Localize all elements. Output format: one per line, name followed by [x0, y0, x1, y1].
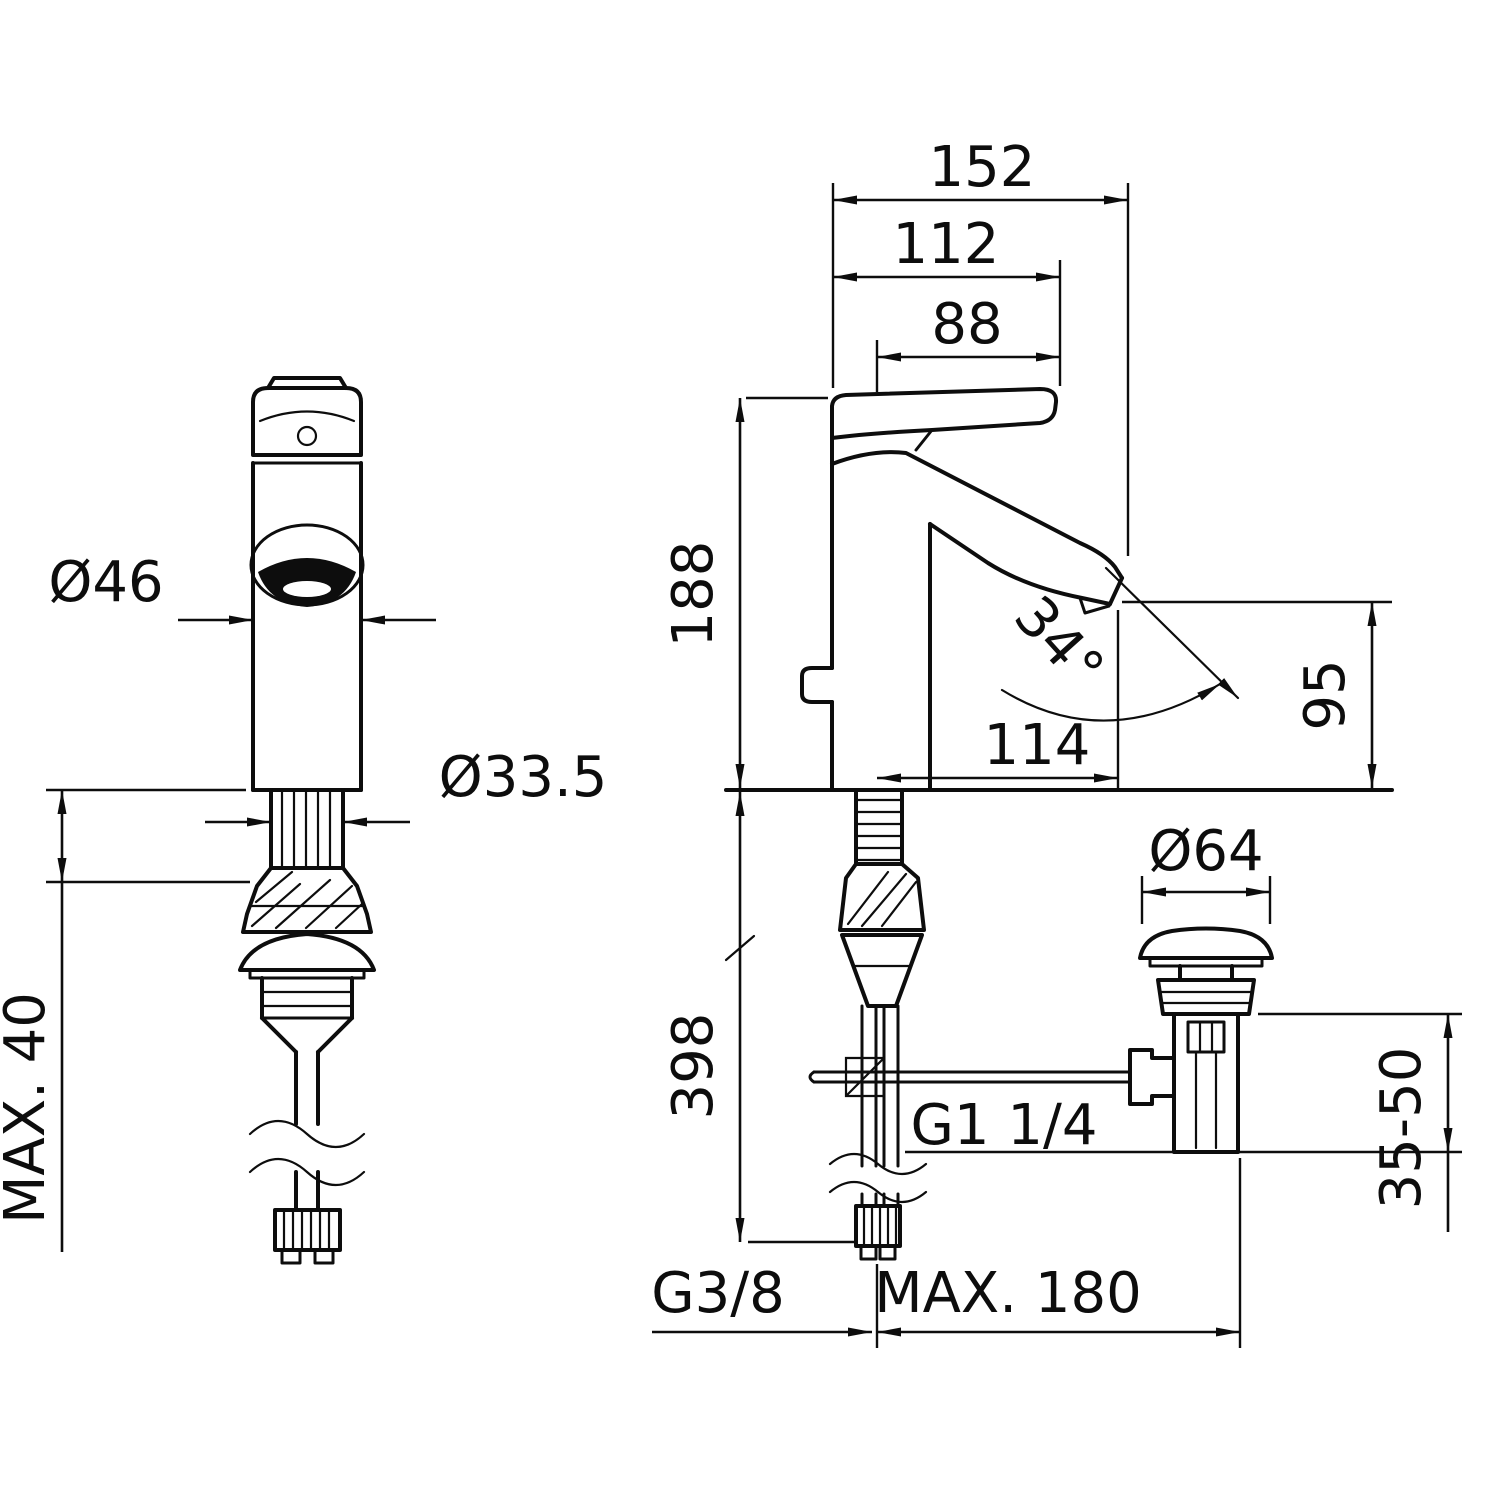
side-handle-lever — [830, 387, 1059, 452]
dim-spout-angle: 34° — [1000, 566, 1240, 722]
side-view — [724, 387, 1394, 1261]
front-tailpipe — [294, 1050, 320, 1212]
dim-drain-cap-diameter: Ø64 — [1140, 819, 1272, 924]
drain-tailpipe — [1172, 1012, 1240, 1154]
dim-label-drain-range: 35-50 — [1369, 1047, 1434, 1210]
dim-label-spout-reach: 114 — [984, 713, 1091, 778]
dim-handle-diameter: Ø46 — [48, 550, 436, 625]
side-supply-hose — [854, 1204, 902, 1261]
dim-drain-range: 35-50 — [905, 1012, 1462, 1232]
side-shank — [854, 788, 904, 866]
dim-max-drain-offset: MAX. 180 — [874, 1158, 1242, 1348]
dim-upper-depth: 112 — [833, 212, 1062, 386]
dim-label-drain-thread: G1 1/4 — [911, 1093, 1098, 1158]
front-shank — [269, 788, 345, 870]
dim-height-below-deck: 398 — [661, 792, 858, 1244]
dim-label-lever-depth: 88 — [931, 292, 1002, 357]
front-popup-plug — [238, 932, 376, 1054]
side-hoses-and-rod — [860, 1004, 900, 1208]
dim-total-depth: 152 — [831, 135, 1130, 556]
dim-label-max-offset: MAX. 180 — [874, 1261, 1141, 1326]
dim-label-shank-diameter: Ø33.5 — [439, 745, 608, 810]
drain-side-port — [1128, 1048, 1176, 1106]
dim-label-outlet-height: 95 — [1293, 659, 1358, 730]
dim-label-drain-cap-diameter: Ø64 — [1148, 819, 1263, 884]
dim-max-deck-thickness: MAX. 40 — [0, 788, 250, 1252]
side-popup-linkage — [808, 1056, 1132, 1098]
side-break-symbol — [828, 1152, 928, 1204]
dim-label-upper-depth: 112 — [893, 212, 1000, 277]
dim-label-total-depth: 152 — [929, 135, 1036, 200]
side-body-spout — [800, 436, 1124, 792]
dim-lever-depth: 88 — [875, 292, 1060, 392]
dim-label-handle-diameter: Ø46 — [48, 550, 163, 615]
dim-supply-thread: G3/8 — [651, 1261, 879, 1348]
front-handle — [251, 376, 363, 465]
front-break-symbol — [248, 1120, 366, 1186]
drain-flange — [1156, 978, 1256, 1016]
front-body — [249, 461, 365, 792]
dim-label-height-above: 188 — [661, 541, 726, 648]
side-mounting-hardware — [838, 862, 926, 1008]
dim-label-supply-thread: G3/8 — [651, 1261, 785, 1326]
dim-label-height-below: 398 — [661, 1013, 726, 1120]
front-supply-hoses — [273, 1208, 342, 1265]
aerator — [1078, 596, 1111, 615]
dim-outlet-height: 95 — [1122, 600, 1392, 788]
dim-shank-diameter: Ø33.5 — [205, 745, 608, 827]
label-drain-thread: G1 1/4 — [911, 1093, 1098, 1158]
dimensions: 152 112 88 188 34° 95 — [0, 135, 1462, 1348]
dim-label-max-deck: MAX. 40 — [0, 992, 58, 1224]
drain-assembly — [1128, 926, 1274, 1154]
front-view — [238, 376, 376, 1265]
dim-height-above-deck: 188 — [661, 396, 828, 788]
front-strainer-cone — [241, 866, 373, 934]
dim-spout-reach: 114 — [877, 610, 1120, 788]
drain-cap — [1138, 926, 1274, 960]
popup-rod-knob — [800, 666, 834, 704]
